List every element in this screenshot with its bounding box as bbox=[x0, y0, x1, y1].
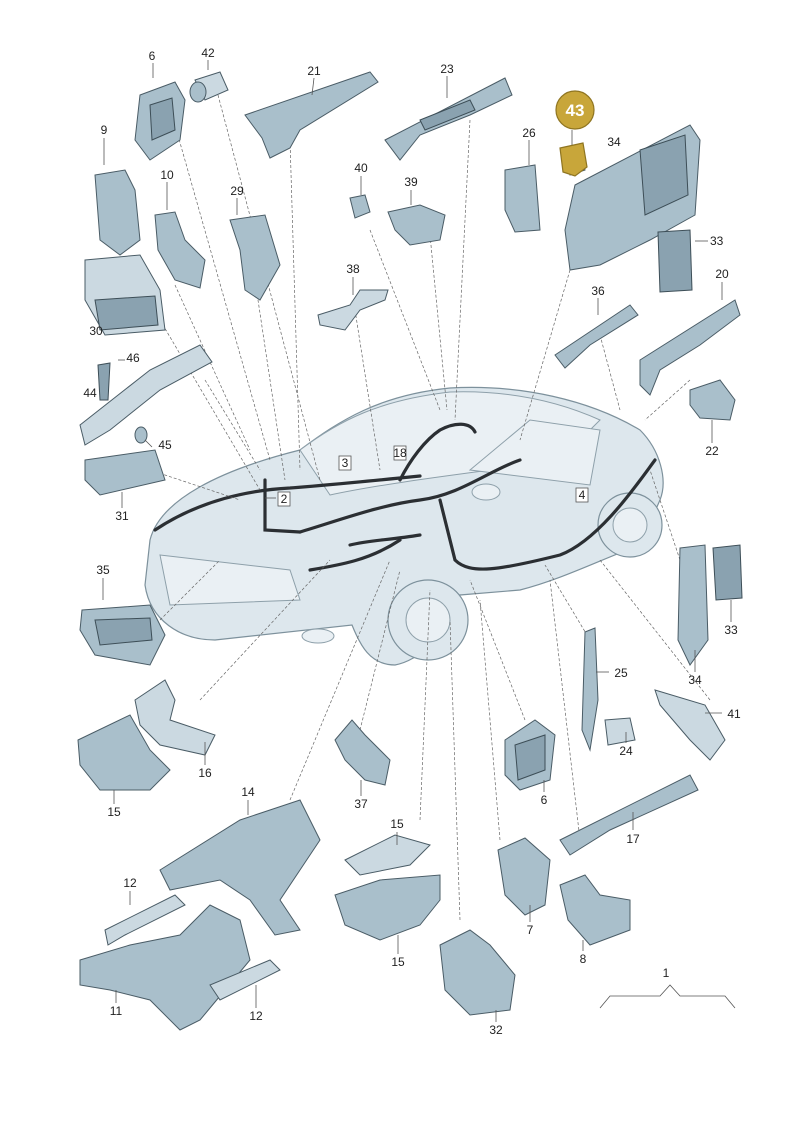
callout-label: 26 bbox=[522, 126, 536, 140]
callout-label: 41 bbox=[727, 707, 741, 721]
parts bbox=[77, 71, 743, 1031]
callout-label: 32 bbox=[489, 1023, 503, 1037]
callout-label: 22 bbox=[705, 444, 719, 458]
callout-label: 24 bbox=[619, 744, 633, 758]
callout-label: 33 bbox=[710, 234, 724, 248]
callout-label: 46 bbox=[126, 351, 140, 365]
callout-label: 12 bbox=[123, 876, 137, 890]
callout-label: 38 bbox=[346, 262, 360, 276]
callout-label: 21 bbox=[307, 64, 321, 78]
callout-label: 10 bbox=[160, 168, 174, 182]
callout-label: 25 bbox=[614, 666, 628, 680]
callout-label: 31 bbox=[115, 509, 129, 523]
callout-label: 20 bbox=[715, 267, 729, 281]
callout-label: 15 bbox=[390, 817, 404, 831]
highlight-label-43: 43 bbox=[566, 101, 585, 120]
callout-label: 17 bbox=[626, 832, 640, 846]
car-illustration bbox=[144, 386, 664, 666]
callout-label: 35 bbox=[96, 563, 110, 577]
callout-label: 12 bbox=[249, 1009, 263, 1023]
callout-label: 8 bbox=[580, 952, 587, 966]
callout-label: 6 bbox=[149, 49, 156, 63]
callout-label: 2 bbox=[281, 492, 288, 506]
callout-label: 37 bbox=[354, 797, 368, 811]
callout-label: 9 bbox=[101, 123, 108, 137]
callout-label: 45 bbox=[158, 438, 172, 452]
callout-label: 30 bbox=[89, 324, 103, 338]
callout-labels: 6 42 21 23 9 10 29 30 40 39 38 26 34 33 … bbox=[83, 46, 741, 1037]
callout-label: 14 bbox=[241, 785, 255, 799]
callout-label: 34 bbox=[688, 673, 702, 687]
callout-label: 15 bbox=[391, 955, 405, 969]
callout-label: 29 bbox=[230, 184, 244, 198]
callout-label: 6 bbox=[541, 793, 548, 807]
callout-label: 1 bbox=[663, 966, 670, 980]
leader-lines bbox=[149, 94, 711, 921]
callout-label: 18 bbox=[393, 446, 407, 460]
callout-label: 39 bbox=[404, 175, 418, 189]
callout-label: 40 bbox=[354, 161, 368, 175]
callout-label: 15 bbox=[107, 805, 121, 819]
callout-label: 33 bbox=[724, 623, 738, 637]
callout-label: 3 bbox=[342, 456, 349, 470]
callout-label: 44 bbox=[83, 386, 97, 400]
callout-label: 16 bbox=[198, 766, 212, 780]
callout-label: 36 bbox=[591, 284, 605, 298]
callout-label: 42 bbox=[201, 46, 215, 60]
highlight-callout-43: 43 bbox=[555, 90, 595, 177]
callout-label: 34 bbox=[607, 135, 621, 149]
callout-label: 23 bbox=[440, 62, 454, 76]
callout-label: 11 bbox=[110, 1004, 123, 1018]
label-arrows bbox=[102, 60, 732, 1022]
callout-label: 4 bbox=[579, 488, 586, 502]
callout-label: 7 bbox=[527, 923, 534, 937]
